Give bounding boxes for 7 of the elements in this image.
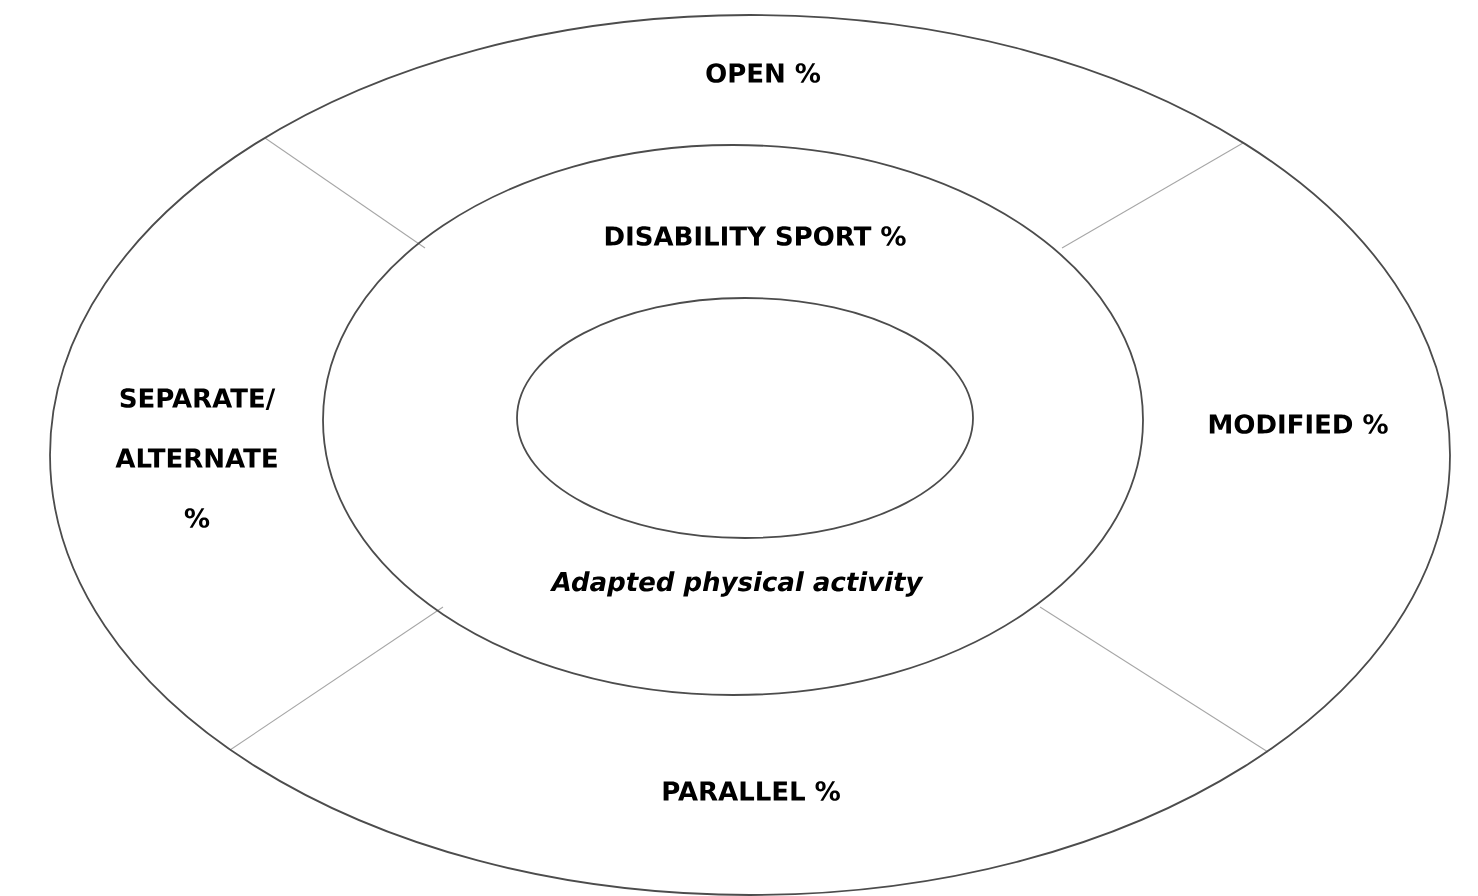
region-label: OPEN %	[706, 63, 821, 83]
region-label: MODIFIED %	[1209, 414, 1388, 434]
region-label: DISABILITY SPORT %	[605, 226, 906, 246]
region-label: SEPARATE/ ALTERNATE %	[115, 388, 277, 528]
region-label: PARALLEL %	[663, 781, 840, 801]
caption-label: Adapted physical activity	[549, 571, 924, 597]
ellipse	[516, 297, 974, 539]
